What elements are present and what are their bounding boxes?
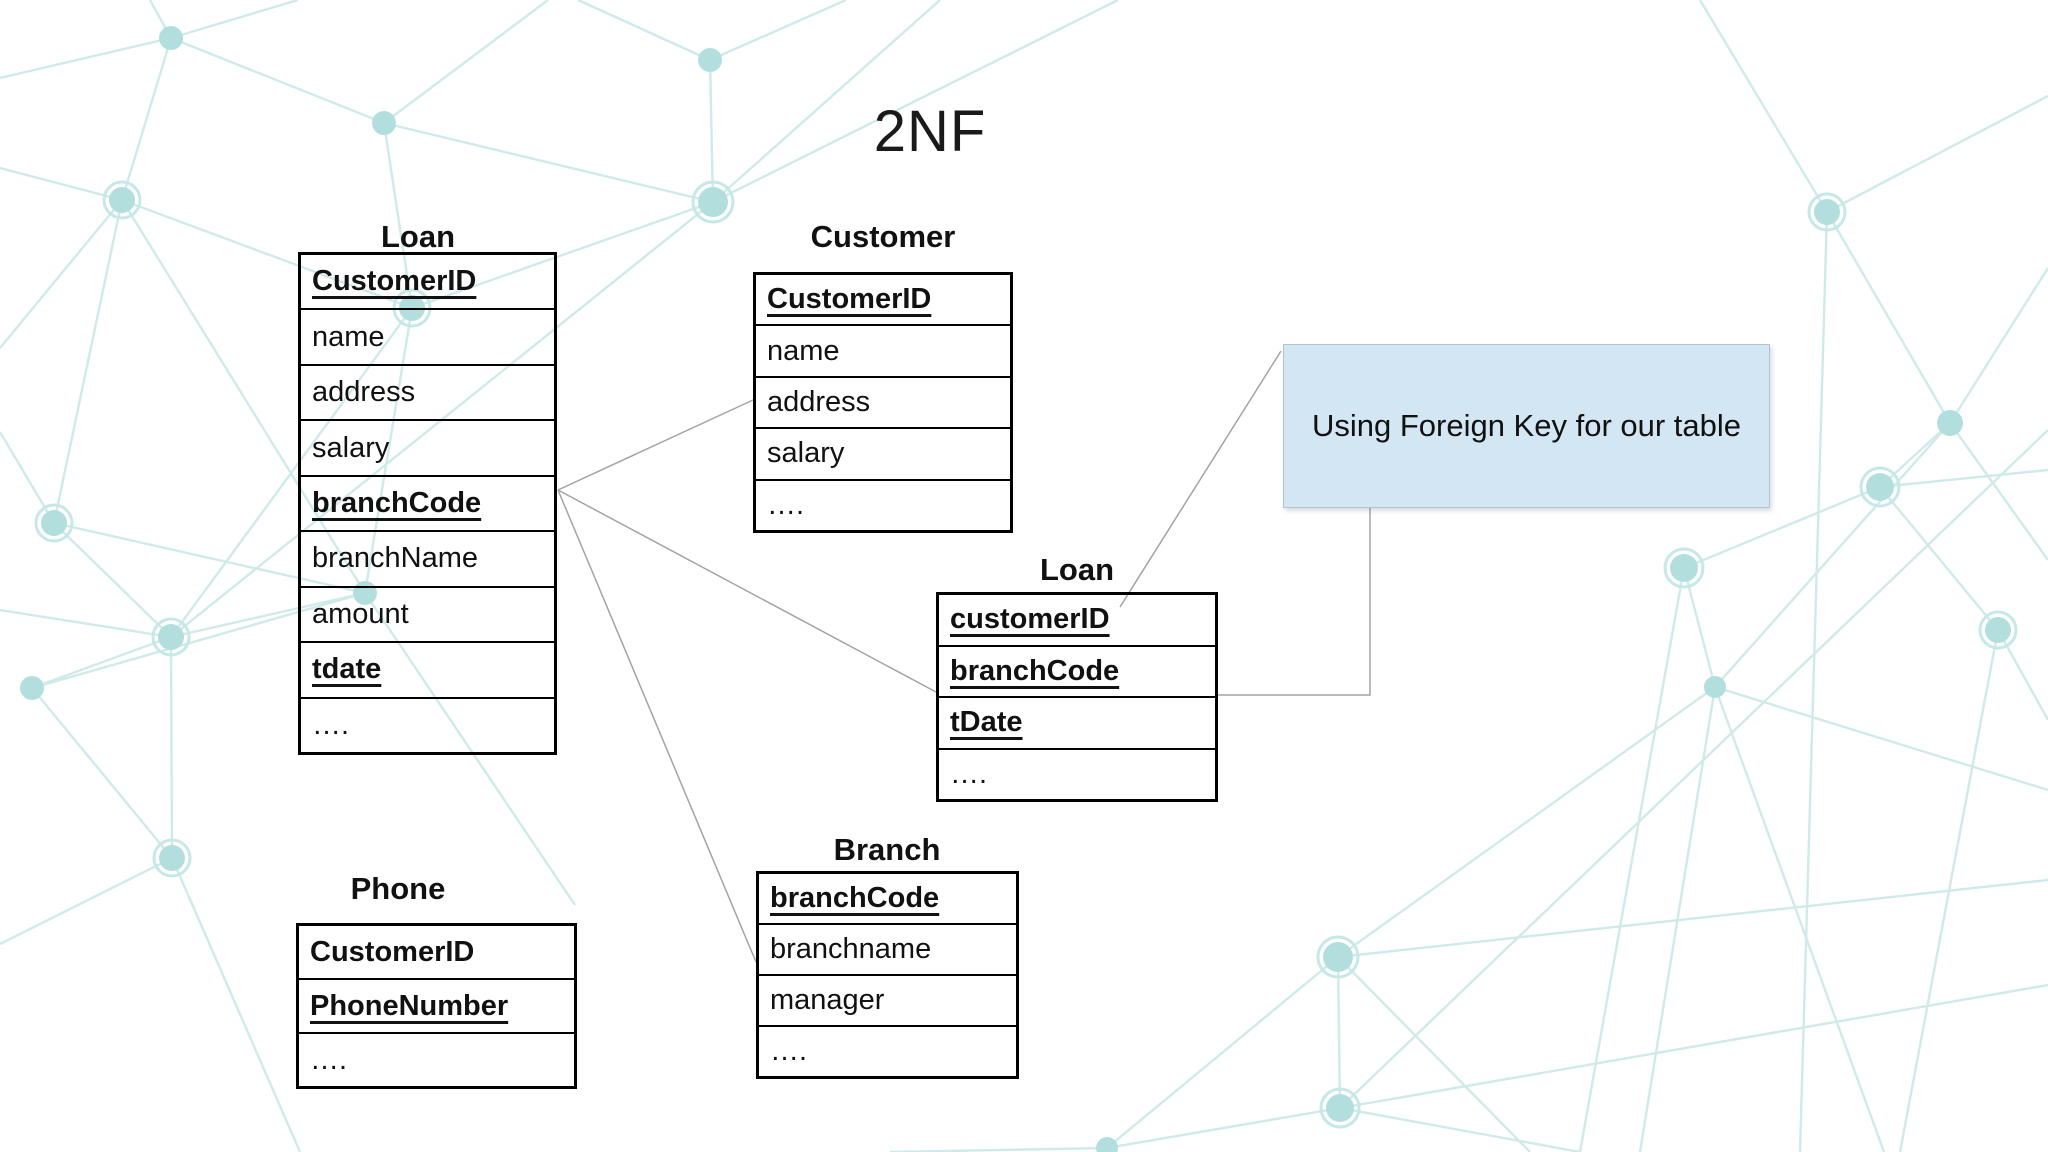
annotation-text: Using Foreign Key for our table xyxy=(1311,408,1742,443)
table-row: branchCode xyxy=(770,882,940,914)
table-row: …. xyxy=(759,1025,1016,1076)
connector-note-to-loan-elbow xyxy=(1218,508,1371,696)
table-row: …. xyxy=(301,696,554,752)
table-loan-right: customerID branchCode tDate …. xyxy=(936,592,1218,802)
table-title-phone: Phone xyxy=(350,871,446,906)
table-row: PhoneNumber xyxy=(299,978,574,1032)
table-row: tdate xyxy=(301,641,554,696)
table-row: salary xyxy=(756,427,1010,478)
annotation-box: Using Foreign Key for our table xyxy=(1283,344,1770,508)
table-row: name xyxy=(301,308,554,363)
table-row: CustomerID xyxy=(312,265,477,298)
table-loan-left: CustomerID name address salary branchCod… xyxy=(298,252,557,755)
table-row: …. xyxy=(756,478,1010,530)
table-row: branchName xyxy=(301,530,554,585)
table-row: branchname xyxy=(759,923,1016,974)
table-row: name xyxy=(756,324,1010,375)
table-row: CustomerID xyxy=(767,283,932,316)
table-row: amount xyxy=(301,585,554,641)
table-title-loan-left: Loan xyxy=(380,219,456,254)
table-row: address xyxy=(301,363,554,419)
table-row: customerID xyxy=(950,603,1110,636)
table-row: branchCode xyxy=(301,474,554,530)
table-branch: branchCode branchname manager …. xyxy=(756,871,1019,1079)
table-row: tDate xyxy=(939,696,1215,748)
table-title-customer: Customer xyxy=(810,219,956,254)
table-row: …. xyxy=(299,1032,574,1086)
connector-branchcode-to-customer xyxy=(557,399,754,491)
connector-note-to-customerid xyxy=(1119,350,1282,608)
table-row: salary xyxy=(301,419,554,474)
table-customer: CustomerID name address salary …. xyxy=(753,272,1013,533)
table-title-branch: Branch xyxy=(833,832,941,867)
table-phone: CustomerID PhoneNumber …. xyxy=(296,923,577,1089)
table-row: CustomerID xyxy=(310,935,475,968)
table-row: address xyxy=(756,375,1010,427)
table-row: branchCode xyxy=(939,644,1215,697)
table-title-loan-right: Loan xyxy=(1039,552,1115,587)
table-row: …. xyxy=(939,747,1215,800)
table-row: manager xyxy=(759,974,1016,1025)
page-title: 2NF xyxy=(873,99,987,164)
connector-branchcode-to-loan xyxy=(557,489,937,693)
connector-branchcode-to-branch xyxy=(557,489,757,963)
